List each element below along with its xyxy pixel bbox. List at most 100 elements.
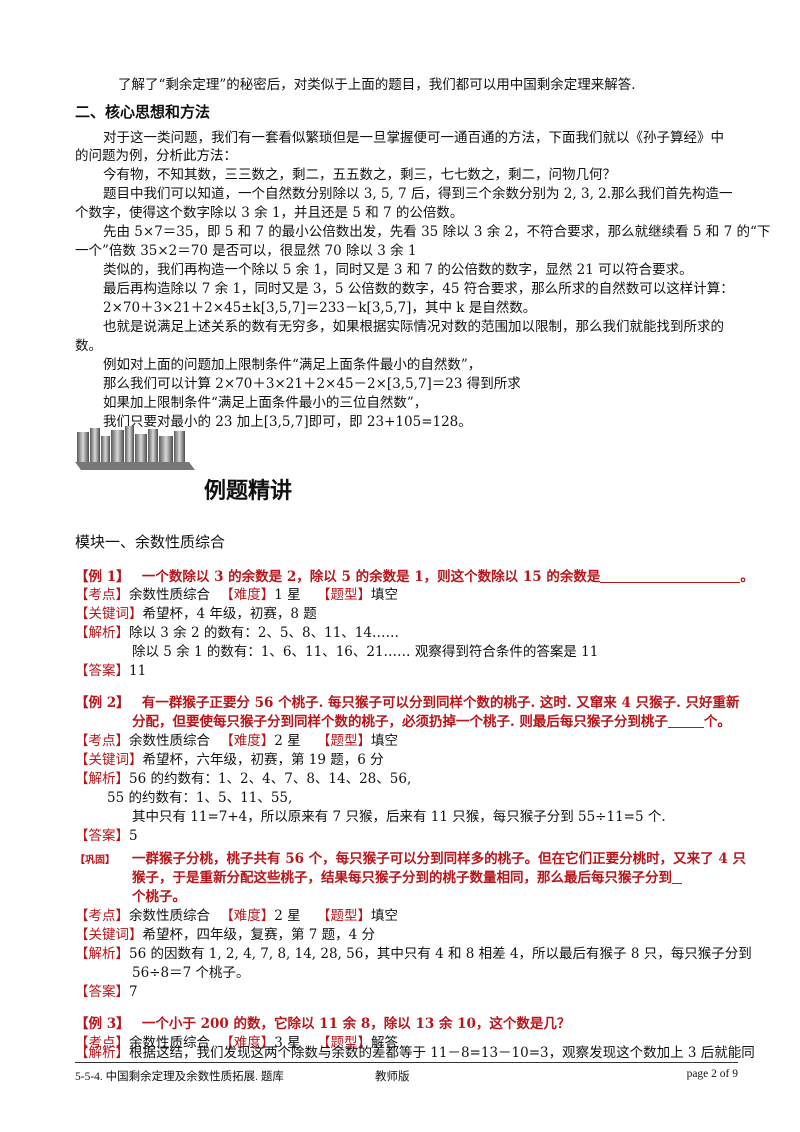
nandu-label: 【难度】 bbox=[220, 733, 275, 749]
answer-label: 【答案】 bbox=[75, 663, 129, 679]
nandu-value: 3 星 bbox=[274, 1035, 301, 1051]
nandu-value: 2 星 bbox=[274, 733, 301, 749]
variant-meta: 【考点】余数性质综合 【难度】2 星 【题型】填空 bbox=[75, 907, 398, 925]
example-1-question: 【例 1】 一个数除以 3 的余数是 2，除以 5 的余数是 1，则这个数除以 … bbox=[75, 568, 754, 586]
kaodian-label: 【考点】 bbox=[75, 908, 129, 924]
analysis-text: 除以 5 余 1 的数有：1、6、11、16、21…… 观察得到符合条件的答案是… bbox=[132, 644, 599, 660]
variant-question: 【巩固】 一群猴子分桃，桃子共有 56 个，每只猴子可以分到同样多的桃子。但在它… bbox=[75, 850, 746, 870]
method-text: 数。 bbox=[75, 338, 102, 354]
keywords-label: 【关键词】 bbox=[75, 606, 143, 622]
formula-text: 2×70＋3×21＋2×45±k[3,5,7]＝233－k[3,5,7]，其中 … bbox=[103, 300, 537, 316]
method-text: 个数字，使得这个数字除以 3 余 1，并且还是 5 和 7 的公倍数。 bbox=[75, 205, 464, 221]
analysis-text: 其中只有 11=7+4，所以原来有 7 只猴，后来有 11 只猴，每只猴子分到 … bbox=[132, 809, 666, 825]
variant-question-end: 个桃子。 bbox=[132, 888, 186, 906]
example-2-answer: 【答案】5 bbox=[75, 827, 138, 845]
nandu-label: 【难度】 bbox=[220, 587, 275, 603]
example-2-analysis: 【解析】56 的约数有：1、2、4、7、8、14、28、56, bbox=[75, 770, 411, 788]
nandu-label: 【难度】 bbox=[220, 908, 275, 924]
answer-value: 5 bbox=[129, 828, 138, 844]
analysis-text: 除以 3 余 2 的数有：2、5、8、11、14…… bbox=[129, 625, 399, 641]
variant-question-cont: 猴子，于是重新分配这些桃子，结果每只猴子分到的桃子数量相同，那么最后每只猴子分到 bbox=[132, 869, 682, 887]
example-3-question: 【例 3】 一个小于 200 的数，它除以 11 余 8，除以 13 余 10，… bbox=[75, 1015, 570, 1033]
example-tag: 【例 1】 bbox=[75, 569, 130, 585]
question-text: 猴子，于是重新分配这些桃子，结果每只猴子分到的桃子数量相同，那么最后每只猴子分到 bbox=[132, 870, 672, 886]
method-text: 我们只要对最小的 23 加上[3,5,7]即可，即 23+105=128。 bbox=[103, 414, 472, 430]
example-2-question: 【例 2】 有一群猴子正要分 56 个桃子. 每只猴子可以分到同样个数的桃子. … bbox=[75, 694, 739, 712]
module-title: 模块一、余数性质综合 bbox=[75, 533, 226, 551]
kaodian-label: 【考点】 bbox=[75, 733, 129, 749]
tixing-label: 【题型】 bbox=[316, 733, 371, 749]
kaodian-value: 余数性质综合 bbox=[129, 587, 210, 603]
analysis-label: 【解析】 bbox=[75, 946, 129, 962]
question-text: 个桃子。 bbox=[132, 889, 186, 905]
question-text: 一个小于 200 的数，它除以 11 余 8，除以 13 余 10，这个数是几？ bbox=[141, 1016, 571, 1032]
kaodian-value: 余数性质综合 bbox=[129, 733, 210, 749]
tixing-value: 填空 bbox=[370, 908, 398, 924]
answer-value: 7 bbox=[129, 984, 138, 1000]
analysis-text: 55 的约数有：1、5、11、55, bbox=[107, 790, 293, 806]
variant-answer: 【答案】7 bbox=[75, 983, 138, 1001]
kaodian-label: 【考点】 bbox=[75, 587, 129, 603]
example-tag: 【例 3】 bbox=[75, 1016, 130, 1032]
formula-text: 那么我们可以计算 2×70＋3×21＋2×45－2×[3,5,7]＝23 得到所… bbox=[103, 376, 521, 392]
method-text: 类似的，我们再构造一个除以 5 余 1，同时又是 3 和 7 的公倍数的数字，显… bbox=[103, 262, 693, 278]
analysis-text: 56 的因数有 1, 2, 4, 7, 8, 14, 28, 56，其中只有 4… bbox=[129, 946, 752, 962]
books-icon bbox=[75, 426, 195, 470]
method-text: 今有物，不知其数，三三数之，剩二，五五数之，剩三，七七数之，剩二，问物几何？ bbox=[103, 167, 616, 183]
answer-label: 【答案】 bbox=[75, 984, 129, 1000]
nandu-value: 2 星 bbox=[274, 908, 301, 924]
example-3-meta: 【考点】余数性质综合 【难度】3 星 【题型】解答 bbox=[75, 1034, 398, 1052]
example-1-analysis: 【解析】除以 3 余 2 的数有：2、5、8、11、14…… bbox=[75, 624, 399, 642]
analysis-label: 【解析】 bbox=[75, 1045, 129, 1061]
method-text: 也就是说满足上述关系的数有无穷多，如果根据实际情况对数的范围加以限制，那么我们就… bbox=[103, 319, 724, 335]
method-text: 如果加上限制条件“满足上面条件最小的三位自然数”， bbox=[103, 395, 428, 411]
example-heading: 例题精讲 bbox=[204, 479, 293, 504]
method-text: 的问题为例，分析此方法： bbox=[75, 148, 237, 164]
example-2-keywords: 【关键词】希望杯，六年级，初赛，第 19 题，6 分 bbox=[75, 751, 384, 769]
method-text: 对于这一类问题，我们有一套看似繁琐但是一旦掌握便可一通百通的方法，下面我们就以《… bbox=[103, 130, 724, 146]
tixing-value: 解答 bbox=[370, 1035, 398, 1051]
question-end: 。 bbox=[740, 569, 754, 585]
kaodian-value: 余数性质综合 bbox=[129, 1035, 210, 1051]
example-1-meta: 【考点】余数性质综合 【难度】1 星 【题型】填空 bbox=[75, 586, 398, 604]
question-text: 一群猴子分桃，桃子共有 56 个，每只猴子可以分到同样多的桃子。但在它们正要分桃… bbox=[132, 851, 746, 867]
nandu-value: 1 星 bbox=[274, 587, 301, 603]
variant-keywords: 【关键词】希望杯，四年级，复赛，第 7 题，4 分 bbox=[75, 926, 375, 944]
tixing-value: 填空 bbox=[370, 733, 398, 749]
question-text: 一个数除以 3 的余数是 2，除以 5 的余数是 1，则这个数除以 15 的余数… bbox=[141, 569, 601, 585]
footer-page-number: page 2 of 9 bbox=[686, 1068, 738, 1080]
section-title: 二、核心思想和方法 bbox=[75, 103, 211, 121]
example-2-meta: 【考点】余数性质综合 【难度】2 星 【题型】填空 bbox=[75, 732, 398, 750]
keywords-value: 希望杯，六年级，初赛，第 19 题，6 分 bbox=[142, 752, 384, 768]
nandu-label: 【难度】 bbox=[220, 1035, 275, 1051]
keywords-label: 【关键词】 bbox=[75, 927, 143, 943]
method-text: 先由 5×7＝35，即 5 和 7 的最小公倍数出发，先看 35 除以 3 余 … bbox=[103, 224, 771, 240]
method-text: 题目中我们可以知道，一个自然数分别除以 3, 5, 7 后，得到三个余数分别为 … bbox=[103, 186, 733, 202]
method-text: 最后再构造除以 7 余 1，同时又是 3，5 公倍数的数字，45 符合要求，那么… bbox=[103, 281, 734, 297]
tixing-label: 【题型】 bbox=[316, 587, 371, 603]
keywords-label: 【关键词】 bbox=[75, 752, 143, 768]
method-text: 例如对上面的问题加上限制条件“满足上面条件最小的自然数”， bbox=[103, 357, 482, 373]
analysis-text: 根据这结，我们发现这两个除数与余数的差都等于 11－8=13－10=3，观察发现… bbox=[129, 1045, 755, 1061]
answer-blank bbox=[672, 869, 682, 884]
question-end: 个。 bbox=[703, 714, 731, 730]
question-text: 有一群猴子正要分 56 个桃子. 每只猴子可以分到同样个数的桃子. 这时. 又窜… bbox=[141, 695, 740, 711]
keywords-value: 希望杯，4 年级，初赛，8 题 bbox=[142, 606, 317, 622]
kaodian-label: 【考点】 bbox=[75, 1035, 129, 1051]
example-2-question-cont: 分配，但要使每只猴子分到同样个数的桃子，必须扔掉一个桃子. 则最后每只猴子分到桃… bbox=[132, 713, 731, 731]
kaodian-value: 余数性质综合 bbox=[129, 908, 210, 924]
tixing-value: 填空 bbox=[370, 587, 398, 603]
answer-blank bbox=[667, 713, 704, 728]
analysis-text: 56÷8＝7 个桃子。 bbox=[132, 965, 250, 981]
page-footer: 5-5-4. 中国剩余定理及余数性质拓展. 题库 教师版 page 2 of 9 bbox=[75, 1062, 738, 1085]
question-text: 分配，但要使每只猴子分到同样个数的桃子，必须扔掉一个桃子. 则最后每只猴子分到桃… bbox=[132, 714, 668, 730]
keywords-value: 希望杯，四年级，复赛，第 7 题，4 分 bbox=[142, 927, 376, 943]
footer-doc-title: 5-5-4. 中国剩余定理及余数性质拓展. 题库 bbox=[75, 1071, 284, 1083]
tixing-label: 【题型】 bbox=[316, 1035, 371, 1051]
variant-tag: 【巩固】 bbox=[75, 855, 115, 866]
analysis-label: 【解析】 bbox=[75, 625, 129, 641]
example-3-analysis: 【解析】根据这结，我们发现这两个除数与余数的差都等于 11－8=13－10=3，… bbox=[75, 1044, 755, 1061]
analysis-text: 56 的约数有：1、2、4、7、8、14、28、56, bbox=[129, 771, 412, 787]
analysis-label: 【解析】 bbox=[75, 771, 129, 787]
example-tag: 【例 2】 bbox=[75, 695, 130, 711]
